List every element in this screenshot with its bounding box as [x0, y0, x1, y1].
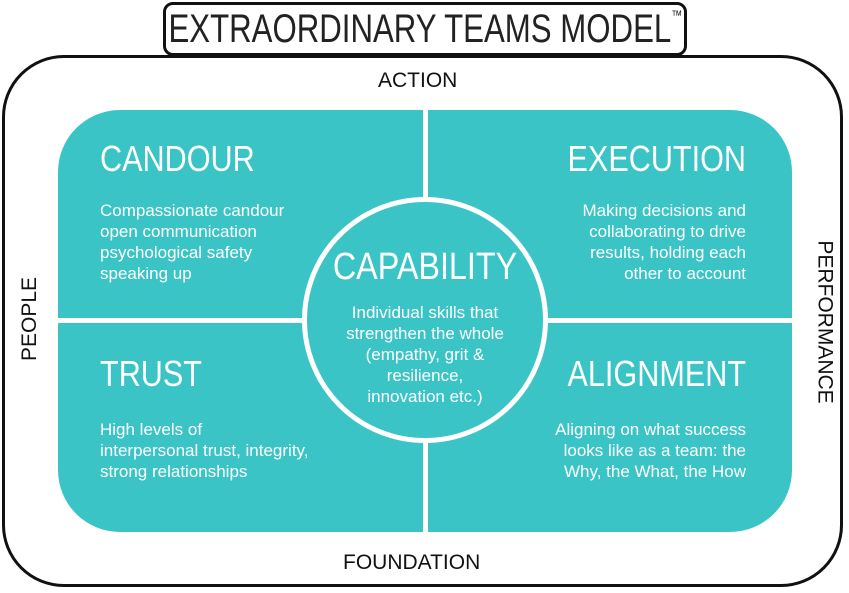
body-line: (empathy, grit & — [365, 345, 485, 364]
body-line: Aligning on what success — [555, 420, 746, 439]
title-box: EXTRAORDINARY TEAMS MODEL™ — [163, 2, 687, 56]
outer-frame — [2, 55, 843, 587]
body-line: speaking up — [100, 264, 192, 283]
body-line: Individual skills that — [351, 303, 499, 322]
center-body: Individual skills that strengthen the wh… — [317, 302, 533, 407]
body-line: other to account — [624, 264, 746, 283]
body-line: strong relationships — [100, 462, 248, 481]
quadrant-body: Aligning on what success looks like as a… — [555, 419, 746, 482]
title-text: EXTRAORDINARY TEAMS MODEL — [168, 6, 671, 51]
body-line: High levels of — [100, 420, 203, 439]
body-line: results, holding each — [590, 243, 746, 262]
center-capability: CAPABILITY Individual skills that streng… — [302, 197, 548, 443]
quadrant-title: CANDOUR — [100, 138, 255, 179]
body-line: Compassionate candour — [100, 201, 285, 220]
quadrant-title: TRUST — [100, 353, 202, 394]
axis-bottom-label: FOUNDATION — [343, 551, 481, 574]
body-line: Making decisions and — [582, 201, 746, 220]
quadrant-body: Making decisions and collaborating to dr… — [583, 200, 746, 284]
diagram-title: EXTRAORDINARY TEAMS MODEL™ — [168, 7, 682, 52]
body-line: interpersonal trust, integrity, — [100, 441, 309, 460]
body-line: innovation etc.) — [367, 387, 483, 406]
body-line: collaborating to drive — [589, 222, 746, 241]
quadrant-body: Compassionate candour open communication… — [100, 200, 284, 284]
body-line: strengthen the whole — [346, 324, 504, 343]
trademark: ™ — [670, 6, 682, 23]
body-line: open communication — [100, 222, 257, 241]
center-title: CAPABILITY — [332, 246, 518, 288]
quadrant-title: EXECUTION — [567, 138, 746, 179]
axis-top-label: ACTION — [378, 69, 458, 92]
axis-right-label: PERFORMANCE — [813, 240, 837, 404]
body-line: psychological safety — [100, 243, 253, 262]
quadrant-title: ALIGNMENT — [567, 353, 746, 394]
body-line: looks like as a team: the — [563, 441, 746, 460]
body-line: Why, the What, the How — [563, 462, 746, 481]
axis-left-label: PEOPLE — [18, 276, 42, 362]
body-line: resilience, — [386, 366, 464, 385]
quadrant-body: High levels of interpersonal trust, inte… — [100, 419, 309, 482]
